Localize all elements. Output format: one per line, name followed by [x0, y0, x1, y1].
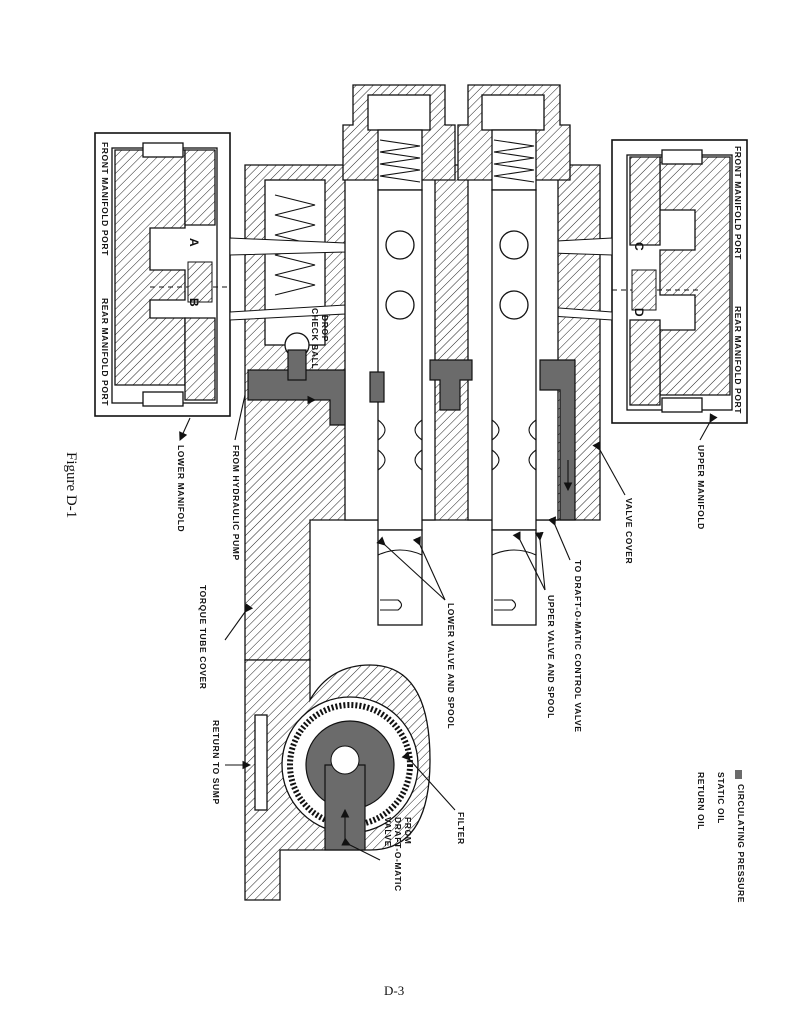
- filter-label: FILTER: [456, 812, 466, 845]
- front-manifold-port-left: FRONT MANIFOLD PORT: [100, 142, 110, 256]
- upper-manifold-label: UPPER MANIFOLD: [696, 445, 706, 530]
- pressure-path: [247, 349, 576, 521]
- drop-label: DROP: [320, 315, 330, 342]
- rear-manifold-port-left: REAR MANIFOLD PORT: [100, 298, 110, 406]
- to-draft-o-matic-label: TO DRAFT-O-MATIC CONTROL VALVE: [573, 560, 583, 733]
- upper-manifold-box: [611, 139, 748, 424]
- lower-valve-spool: [377, 189, 423, 626]
- upper-valve-spool-label: UPPER VALVE AND SPOOL: [546, 595, 556, 719]
- return-to-sump-label: RETURN TO SUMP: [211, 720, 221, 805]
- rear-manifold-port-right: REAR MANIFOLD PORT: [733, 306, 743, 414]
- port-d-label: D: [632, 308, 646, 317]
- from-valve-label-2: DRAFT-O-MATIC: [393, 817, 403, 892]
- legend-circulating: CIRCULATING PRESSURE: [736, 784, 746, 903]
- from-valve-label-3: VALVE: [383, 817, 393, 847]
- port-a-label: A: [187, 238, 201, 247]
- legend-pressure-swatch: [735, 770, 742, 779]
- upper-valve-spool: [491, 189, 537, 626]
- valve-cover-label: VALVE COVER: [624, 498, 634, 564]
- legend-return: RETURN OIL: [696, 772, 706, 830]
- label-group: FRONT MANIFOLD PORT REAR MANIFOLD PORT A…: [100, 142, 743, 892]
- page-number: D-3: [384, 983, 404, 998]
- leader-lines: [179, 394, 718, 861]
- figure-caption: Figure D-1: [63, 452, 79, 518]
- check-ball-label: CHECK BALL: [310, 308, 320, 369]
- upper-valve-top: [457, 84, 571, 191]
- from-valve-label-1: FROM: [403, 817, 413, 844]
- front-manifold-port-right: FRONT MANIFOLD PORT: [733, 146, 743, 260]
- port-c-label: C: [632, 242, 646, 251]
- legend-static: STATIC OIL: [716, 772, 726, 824]
- legend: CIRCULATING PRESSURE STATIC OIL RETURN O…: [696, 770, 746, 903]
- torque-tube-cover-label: TORQUE TUBE COVER: [198, 585, 208, 690]
- lower-manifold-label: LOWER MANIFOLD: [176, 445, 186, 532]
- lower-valve-spool-label: LOWER VALVE AND SPOOL: [446, 603, 456, 729]
- port-b-label: B: [187, 298, 201, 307]
- from-hydraulic-pump-label: FROM HYDRAULIC PUMP: [231, 445, 241, 561]
- lower-valve-top: [342, 84, 456, 191]
- lower-manifold-box: [94, 132, 231, 417]
- filter-housing: [244, 659, 431, 901]
